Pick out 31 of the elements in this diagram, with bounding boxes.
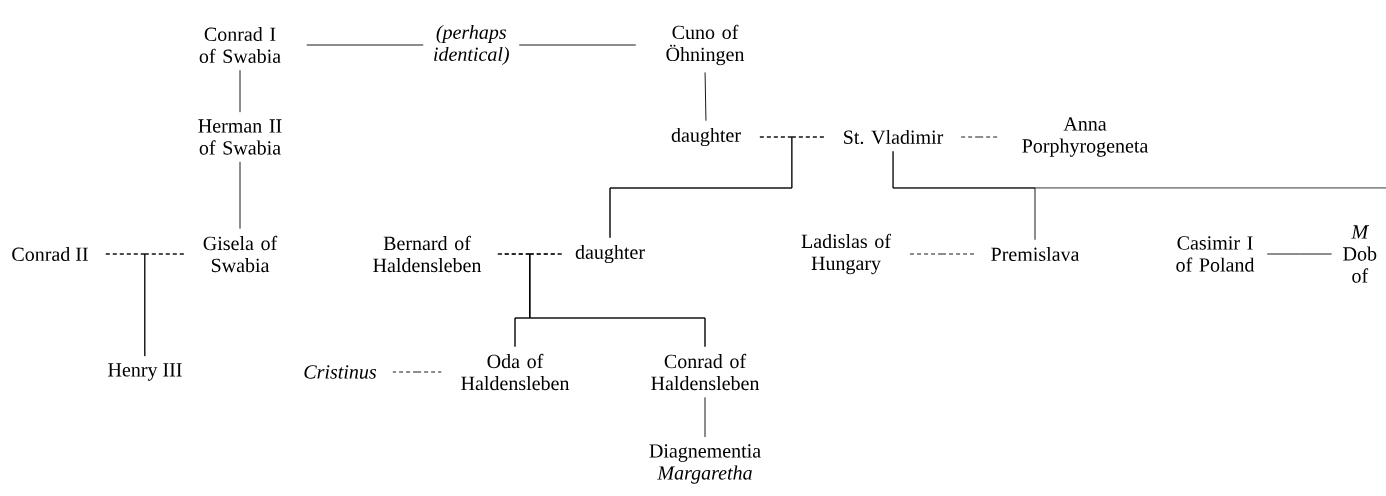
person-name: Casimir I of Poland [1176, 236, 1255, 272]
person-name: M Dob of [1343, 225, 1377, 283]
family-line [1266, 253, 1333, 255]
person-name: Premislava [991, 246, 1080, 262]
person-name: St. Vladimir [844, 129, 944, 145]
person-name: Herman II of Swabia [198, 119, 282, 155]
person-name: Gisela of Swabia [203, 235, 278, 273]
person-name: Conrad I of Swabia [199, 26, 281, 64]
edge-label: (perhaps identical) [423, 21, 520, 69]
person-name: Henry III [108, 363, 182, 381]
person-name: Bernard of Haldensleben [373, 235, 482, 273]
person-name: Ladislas of Hungary [801, 233, 891, 275]
marriage-line [909, 253, 975, 255]
marriage-line [959, 136, 1000, 138]
person-name: Cristinus [304, 365, 377, 379]
person-name: Diagnementia Margaretha [649, 444, 761, 484]
family-line [239, 161, 241, 230]
person-name: Oda of Haldensleben [461, 353, 570, 391]
person-name: daughter [671, 127, 741, 147]
family-line [704, 396, 706, 438]
family-line [144, 253, 185, 357]
person-name: daughter [575, 244, 645, 264]
person-name: Conrad II [12, 246, 88, 262]
person-name: Anna Porphyrogeneta [1022, 117, 1149, 157]
family-line [704, 71, 707, 122]
person-name: Conrad of Haldensleben [651, 353, 760, 391]
marriage-line [392, 371, 442, 373]
family-line [239, 69, 241, 113]
family-line [529, 253, 706, 348]
family-line [892, 150, 1386, 189]
person-name: Cuno of Öhningen [666, 24, 745, 66]
